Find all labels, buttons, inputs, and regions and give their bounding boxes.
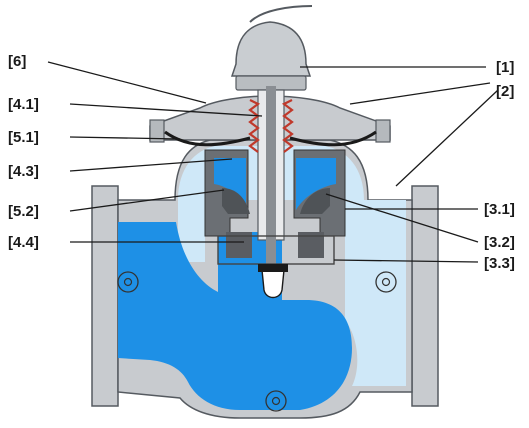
callout-5-2: [5.2] xyxy=(8,203,39,220)
plug xyxy=(261,269,285,299)
leader-2b xyxy=(395,89,499,187)
callout-6: [6] xyxy=(8,53,26,70)
leader-5-1 xyxy=(69,136,181,140)
leader-4-1 xyxy=(69,103,263,117)
callout-5-1: [5.1] xyxy=(8,129,39,146)
bolt-left xyxy=(149,119,165,143)
piston-right xyxy=(300,188,330,214)
chamber-fluid-right xyxy=(296,158,336,210)
spring-stem-assembly xyxy=(248,86,294,270)
spring-left xyxy=(248,99,261,153)
piston-left xyxy=(222,188,250,214)
leader-3-2 xyxy=(325,193,479,243)
callout-2: [2] xyxy=(496,83,514,100)
spring-right xyxy=(281,99,294,153)
callout-3-1: [3.1] xyxy=(484,201,515,218)
callouts: [6] [4.1] [5.1] [4.3] [5.2] [4.4] [1] [2… xyxy=(8,53,515,272)
inlet-fluid xyxy=(118,222,352,410)
leader-4-3 xyxy=(69,158,233,172)
callout-1: [1] xyxy=(496,59,514,76)
leader-5-2 xyxy=(69,189,225,212)
bolt-right xyxy=(375,119,391,143)
flange-holes xyxy=(117,271,397,412)
valve-stem xyxy=(266,86,276,270)
right-flange xyxy=(411,185,439,407)
callout-3-3: [3.3] xyxy=(484,255,515,272)
actuator-cap xyxy=(230,21,312,77)
leader-3-3 xyxy=(333,259,479,263)
plug-top xyxy=(258,264,288,272)
diaphragm xyxy=(164,130,377,147)
callout-3-2: [3.2] xyxy=(484,234,515,251)
leader-2a xyxy=(349,82,491,105)
leader-lines xyxy=(47,61,499,263)
left-flange xyxy=(91,185,119,407)
leader-6 xyxy=(47,61,207,104)
callout-4-4: [4.4] xyxy=(8,234,39,251)
callout-4-3: [4.3] xyxy=(8,163,39,180)
callout-4-1: [4.1] xyxy=(8,96,39,113)
actuator-lever xyxy=(249,5,313,23)
